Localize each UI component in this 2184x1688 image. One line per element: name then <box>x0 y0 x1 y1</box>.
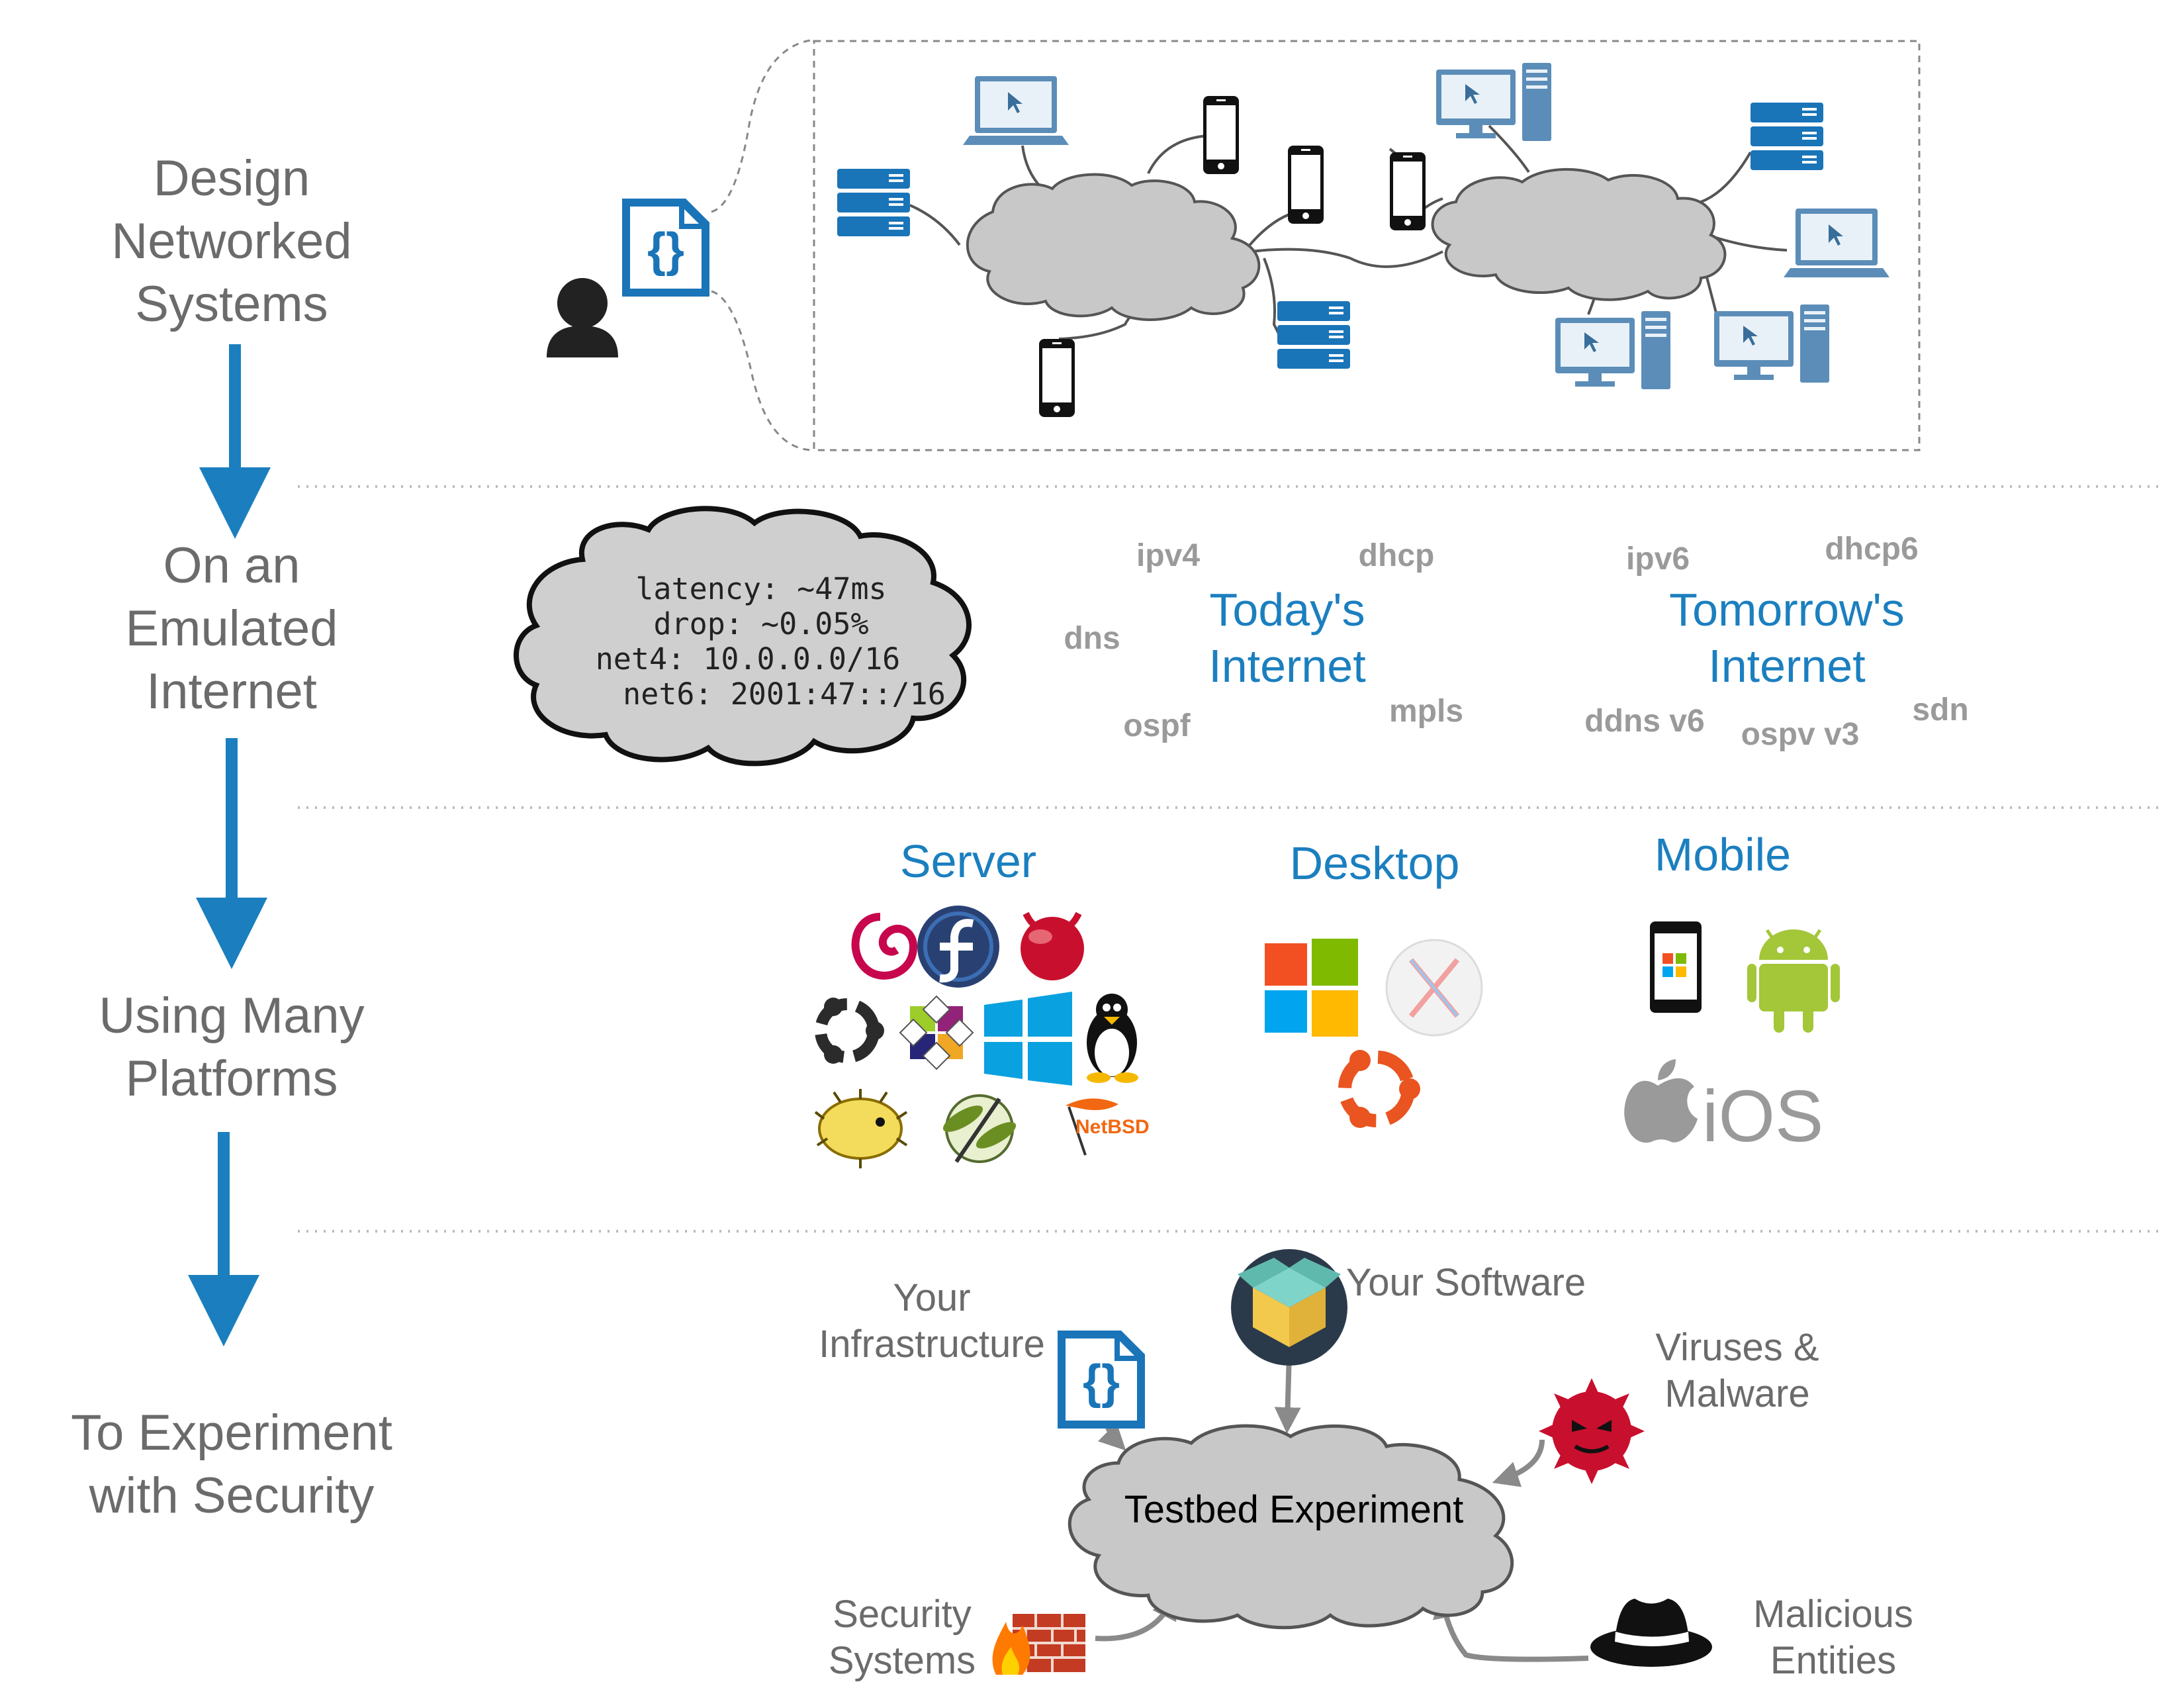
laptop-icon <box>1784 209 1889 277</box>
your-software-group: Your Software <box>1231 1249 1586 1366</box>
tomorrows-internet-title: Tomorrow's <box>1669 584 1905 635</box>
protocol-term: ospf <box>1123 708 1191 743</box>
server-icon <box>837 169 910 236</box>
stage-security-label: To Experiment with Security <box>71 1405 392 1524</box>
svg-text:Systems: Systems <box>135 276 328 332</box>
windows-phone-logo-icon <box>1650 921 1702 1013</box>
stage-emulated-label: On an Emulated Internet <box>125 538 338 720</box>
svg-text:Networked: Networked <box>111 213 351 269</box>
laptop-icon <box>963 76 1069 145</box>
android-logo-icon <box>1747 929 1840 1033</box>
fedora-logo-icon <box>917 906 999 988</box>
windows-logo-icon <box>984 992 1072 1086</box>
svg-text:Design: Design <box>154 150 310 207</box>
protocol-term: dhcp <box>1359 538 1435 573</box>
tomorrows-internet-group: Tomorrow's Internet ipv6 dhcp6 ddns v6 o… <box>1584 532 1968 752</box>
viruses-malware-group: Viruses & Malware <box>1539 1326 1819 1484</box>
protocol-term: mpls <box>1389 694 1463 729</box>
macos-x-logo-icon <box>1385 939 1483 1037</box>
ubuntu-desktop-logo-icon <box>1338 1050 1420 1128</box>
zoom-callout-line <box>711 290 815 451</box>
security-systems-group: Security Systems <box>829 1593 1085 1682</box>
todays-internet-group: Today's Internet ipv4 dhcp dns ospf mpls <box>1064 538 1463 743</box>
phone-icon <box>1390 152 1426 230</box>
network-cloud-right <box>1431 167 1727 301</box>
ubuntu-logo-icon <box>815 998 884 1064</box>
network-design-box <box>813 40 1921 451</box>
json-config-icon <box>622 199 709 297</box>
netbsd-logo-icon: NetBSD <box>1066 1098 1150 1156</box>
protocol-term: ipv4 <box>1136 538 1200 573</box>
windows-desktop-logo-icon <box>1265 939 1358 1037</box>
svg-text:To Experiment: To Experiment <box>71 1405 392 1461</box>
experiment-connectors <box>1095 1353 1589 1662</box>
apple-ios-logo-icon: iOS <box>1624 1059 1823 1157</box>
protocol-term: dhcp6 <box>1825 532 1918 567</box>
svg-text:Malicious: Malicious <box>1753 1593 1913 1636</box>
svg-text:Your Software: Your Software <box>1346 1261 1586 1304</box>
phone-icon <box>1203 96 1239 174</box>
server-icon <box>1277 301 1350 369</box>
svg-text:iOS: iOS <box>1702 1076 1823 1157</box>
svg-text:Security: Security <box>833 1593 972 1636</box>
freebsd-logo-icon <box>1021 912 1084 980</box>
todays-internet-title: Internet <box>1208 640 1365 692</box>
svg-text:Platforms: Platforms <box>126 1051 338 1107</box>
stage-platforms-label: Using Many Platforms <box>99 988 364 1107</box>
tomorrows-internet-title: Internet <box>1708 640 1865 692</box>
server-icon <box>1751 103 1823 170</box>
software-package-icon <box>1231 1249 1347 1366</box>
svg-text:drop: ~0.05%: drop: ~0.05% <box>653 606 868 641</box>
svg-text:net6: 2001:47::/16: net6: 2001:47::/16 <box>623 677 946 712</box>
svg-text:Infrastructure: Infrastructure <box>819 1323 1045 1366</box>
protocol-term: dns <box>1064 621 1120 656</box>
network-cloud-left <box>966 173 1261 321</box>
svg-text:Your: Your <box>893 1276 970 1319</box>
protocol-term: sdn <box>1912 692 1968 727</box>
svg-text:On an: On an <box>163 538 300 594</box>
debian-logo-icon <box>851 913 918 980</box>
virus-icon <box>1539 1378 1645 1484</box>
zoom-callout-line <box>711 38 815 213</box>
dragonfly-bsd-icon <box>942 1094 1017 1163</box>
your-infrastructure-group: Your Infrastructure <box>819 1276 1145 1429</box>
black-hat-icon <box>1590 1599 1712 1667</box>
svg-text:Viruses &: Viruses & <box>1655 1326 1819 1369</box>
desktop-category-label: Desktop <box>1290 837 1460 889</box>
svg-text:Malware: Malware <box>1664 1372 1809 1415</box>
testbed-experiment-cloud: Testbed Experiment <box>1068 1424 1514 1630</box>
svg-text:Emulated: Emulated <box>125 600 338 657</box>
svg-text:Internet: Internet <box>146 663 317 720</box>
svg-text:Using Many: Using Many <box>99 988 364 1044</box>
svg-text:net4: 10.0.0.0/16: net4: 10.0.0.0/16 <box>596 641 901 677</box>
emulation-parameters-cloud: latency: ~47ms drop: ~0.05% net4: 10.0.0… <box>514 506 972 767</box>
desktop-icon <box>1714 305 1829 383</box>
server-category-label: Server <box>900 835 1036 887</box>
malicious-entities-group: Malicious Entities <box>1590 1593 1913 1682</box>
json-config-icon <box>1058 1331 1145 1429</box>
protocol-term: ddns v6 <box>1584 704 1704 739</box>
svg-text:with Security: with Security <box>89 1468 375 1524</box>
testbed-experiment-label: Testbed Experiment <box>1124 1488 1464 1531</box>
protocol-term: ipv6 <box>1626 541 1690 577</box>
stage-design-label: Design Networked Systems <box>111 150 351 332</box>
todays-internet-title: Today's <box>1209 584 1365 635</box>
firewall-icon <box>992 1614 1085 1675</box>
mobile-category-label: Mobile <box>1655 829 1791 880</box>
centos-logo-icon <box>899 995 974 1070</box>
linux-tux-icon <box>1087 994 1138 1083</box>
svg-text:NetBSD: NetBSD <box>1075 1116 1150 1138</box>
user-icon <box>547 278 618 357</box>
svg-text:Entities: Entities <box>1770 1639 1896 1682</box>
protocol-term: ospv v3 <box>1741 717 1860 752</box>
phone-icon <box>1288 146 1324 224</box>
openbsd-puffy-icon <box>814 1089 908 1168</box>
desktop-icon <box>1555 311 1670 389</box>
svg-text:Systems: Systems <box>829 1639 976 1682</box>
svg-text:latency: ~47ms: latency: ~47ms <box>635 571 886 606</box>
phone-icon <box>1039 339 1075 417</box>
